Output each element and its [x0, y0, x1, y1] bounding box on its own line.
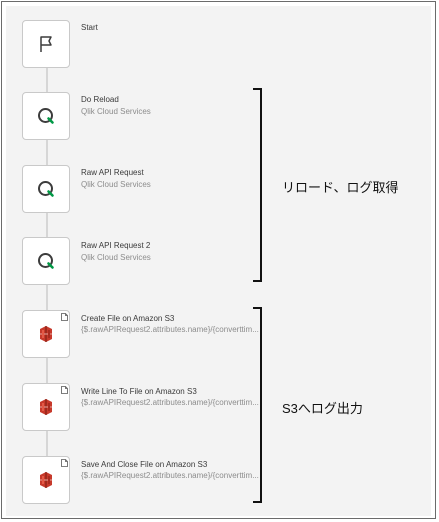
qlik-icon	[38, 253, 54, 269]
block-title-do-reload: Do Reload	[81, 95, 119, 104]
block-title-write-line-s3: Write Line To File on Amazon S3	[81, 387, 197, 396]
block-subtitle-create-file-s3: {$.rawAPIRequest2.attributes.name}/{conv…	[81, 325, 259, 334]
qlik-group-annotation: リロード、ログ取得	[282, 180, 399, 195]
flag-icon	[40, 36, 52, 52]
block-start[interactable]	[22, 20, 70, 68]
document-icon	[61, 386, 68, 394]
qlik-group-bracket	[253, 88, 262, 282]
qlik-icon	[38, 108, 54, 124]
amazon-s3-icon	[40, 472, 52, 488]
block-write-line-s3[interactable]	[22, 383, 70, 431]
document-icon	[61, 459, 68, 467]
block-subtitle-do-reload: Qlik Cloud Services	[81, 107, 151, 116]
block-subtitle-write-line-s3: {$.rawAPIRequest2.attributes.name}/{conv…	[81, 398, 259, 407]
qlik-icon	[38, 181, 54, 197]
block-title-raw-api-request-2: Raw API Request 2	[81, 241, 151, 250]
block-title-create-file-s3: Create File on Amazon S3	[81, 314, 175, 323]
block-raw-api-request-2[interactable]	[22, 237, 70, 285]
block-subtitle-raw-api-request-2: Qlik Cloud Services	[81, 253, 151, 262]
flow-canvas: Start Do Reload Qlik Cloud Services Raw …	[6, 6, 431, 516]
block-subtitle-save-close-s3: {$.rawAPIRequest2.attributes.name}/{conv…	[81, 471, 259, 480]
block-do-reload[interactable]	[22, 92, 70, 140]
block-subtitle-raw-api-request: Qlik Cloud Services	[81, 180, 151, 189]
amazon-s3-icon	[40, 399, 52, 415]
block-raw-api-request[interactable]	[22, 165, 70, 213]
block-title-start: Start	[81, 23, 98, 32]
block-title-raw-api-request: Raw API Request	[81, 168, 144, 177]
s3-group-annotation: S3へログ出力	[282, 401, 363, 416]
block-title-save-close-s3: Save And Close File on Amazon S3	[81, 460, 208, 469]
document-icon	[61, 313, 68, 321]
s3-group-bracket	[253, 307, 262, 503]
amazon-s3-icon	[40, 326, 52, 342]
